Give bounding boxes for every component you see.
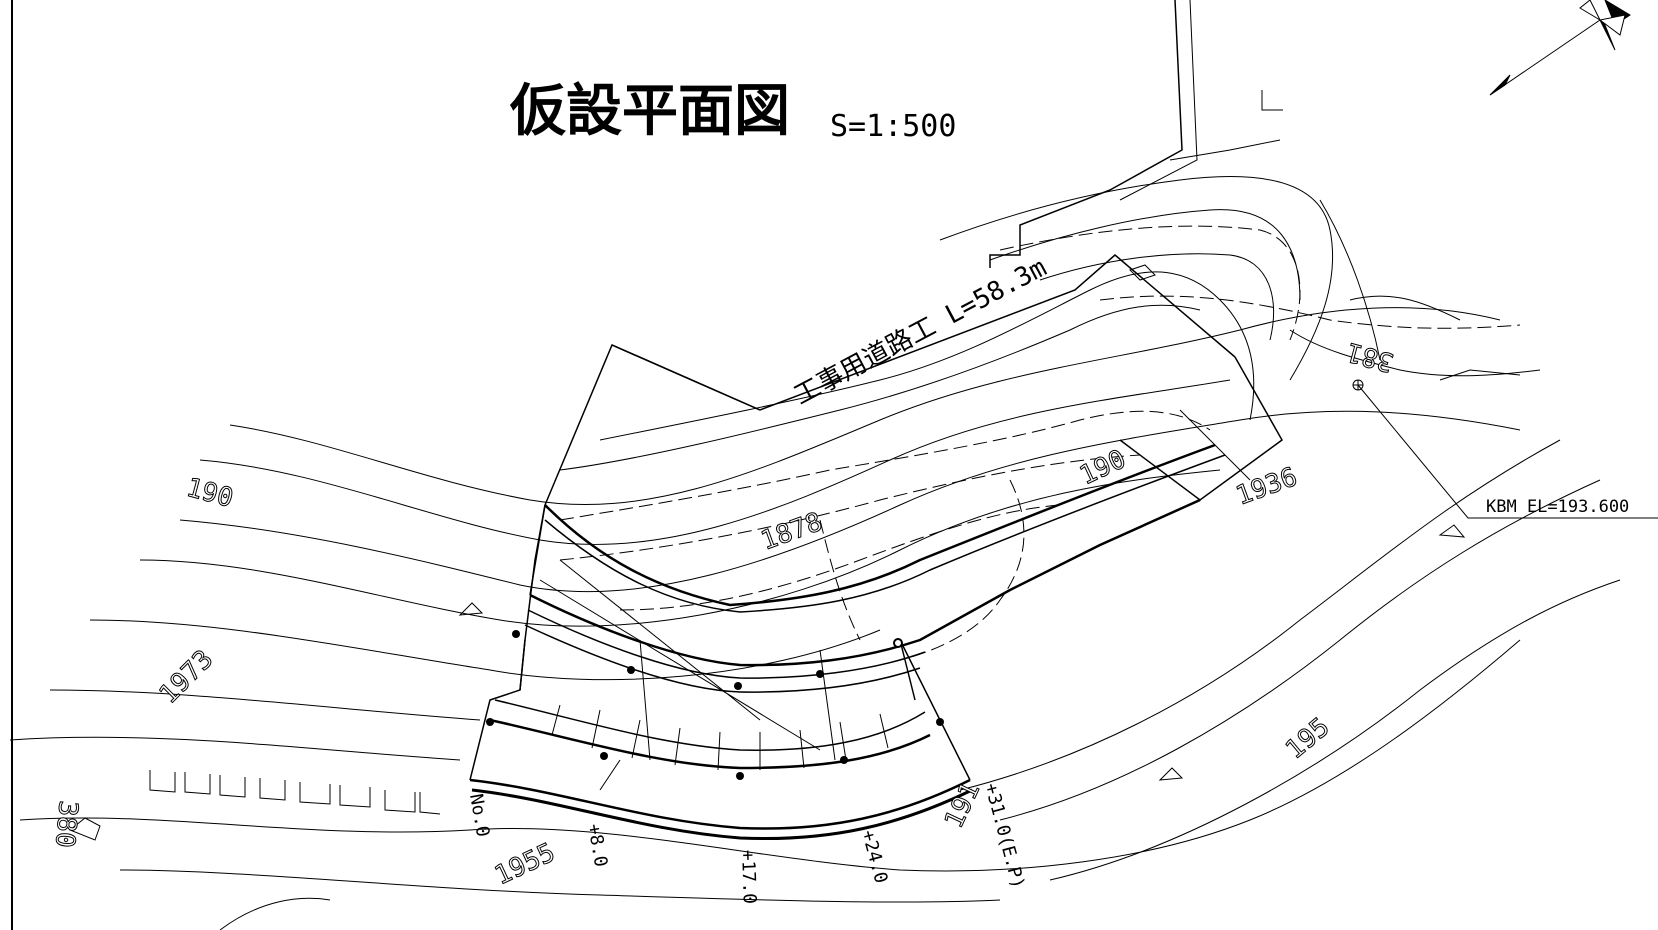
- station-plus17: +17.0: [737, 849, 760, 904]
- benchmark-label: KBM EL=193.600: [1486, 497, 1629, 517]
- station-plus31-ep: +31.0(E.P): [980, 781, 1028, 891]
- dashed-ground-lines: [559, 225, 1521, 661]
- station-labels: No.0 +8.0 +17.0 +24.0 +31.0(E.P): [465, 781, 1028, 904]
- contour-label-381: 381: [1344, 336, 1397, 377]
- contour-label-380: 380: [49, 799, 83, 848]
- contour-label-190-right: 190: [1075, 444, 1130, 491]
- station-plus24: +24.0: [857, 828, 891, 886]
- contour-label-195-right: 195: [1280, 712, 1335, 765]
- survey-points: [486, 630, 944, 780]
- contour-label-190-left: 190: [183, 473, 236, 514]
- corner-mark: [1261, 90, 1283, 111]
- road-upper-edge: [611, 344, 761, 411]
- contour-lines: [9, 139, 1621, 930]
- contour-label-1973: 1973: [154, 644, 219, 709]
- contour-label-1955: 1955: [490, 838, 559, 892]
- building-outline: [989, 0, 1183, 268]
- contour-label-group: 190 1878 190 1936 381 1973 380 195 1955 …: [48, 336, 1397, 892]
- station-plus8: +8.0: [583, 822, 611, 868]
- contour-label-1878: 1878: [757, 507, 826, 557]
- contour-label-191: 191: [939, 778, 986, 833]
- building-inner-outline: [1119, 0, 1198, 201]
- road-label: 工事用道路工 L=58.3m: [789, 253, 1051, 412]
- temporary-road-plan: [149, 254, 1283, 841]
- compass-north-arrow-icon: [1489, 0, 1631, 96]
- scale-label: S=1:500: [830, 109, 956, 144]
- terrain-symbols: [69, 264, 1466, 841]
- benchmark-marker-icon: [1352, 379, 1658, 519]
- station-no0: No.0: [465, 792, 493, 838]
- drawing-title: 仮設平面図: [509, 79, 790, 144]
